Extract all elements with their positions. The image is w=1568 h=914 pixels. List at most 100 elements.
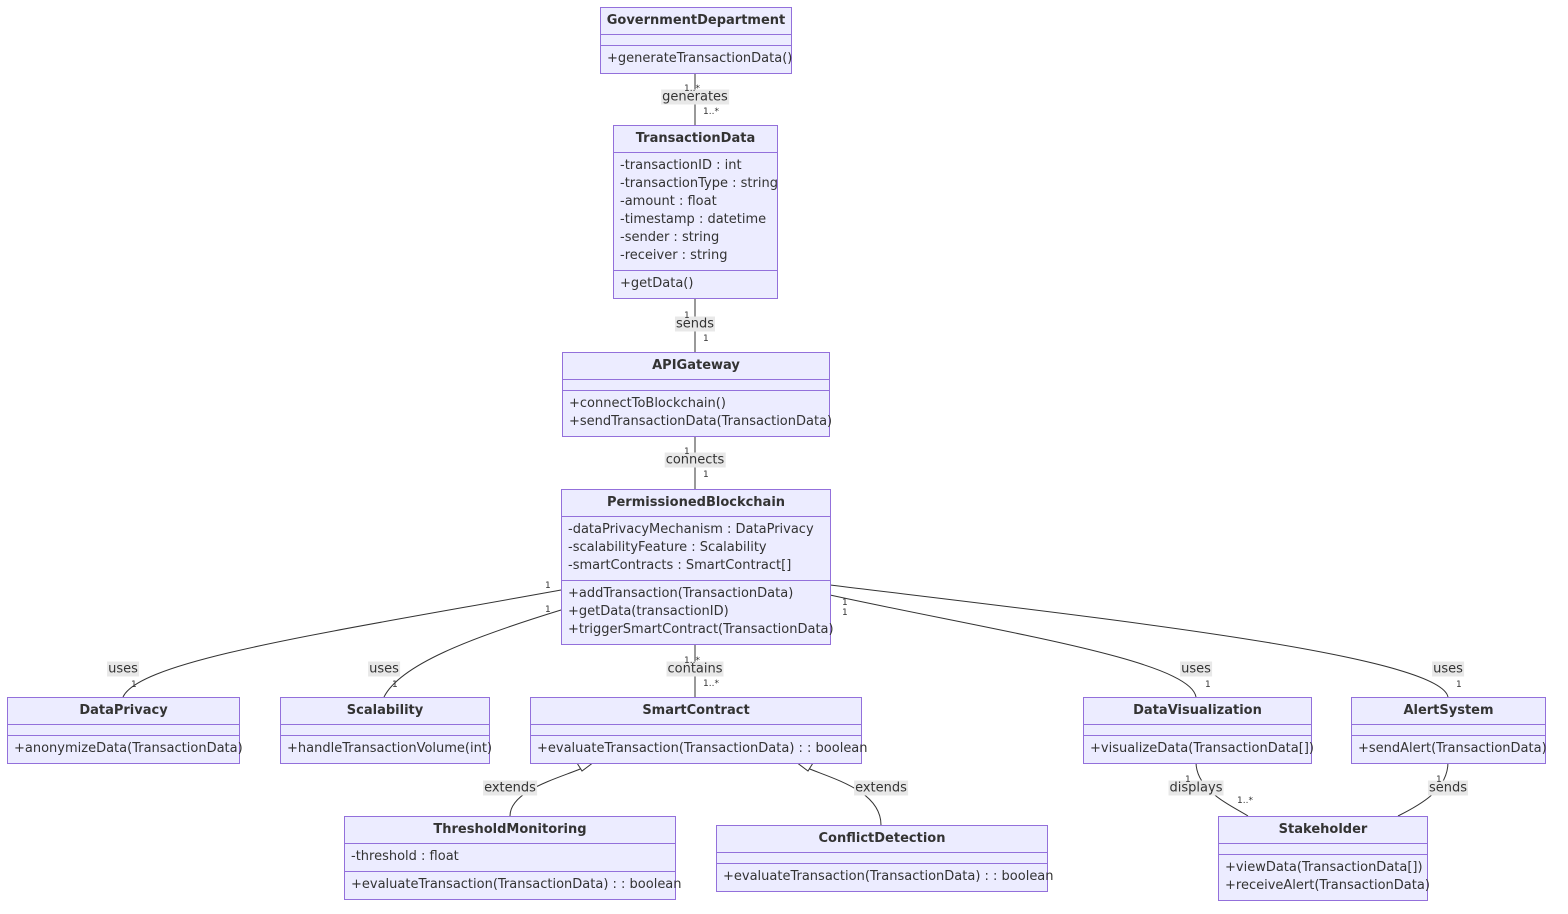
attribute: -receiver : string: [620, 248, 728, 263]
method: +sendAlert(TransactionData): [1358, 741, 1547, 756]
class-name: TransactionData: [635, 131, 756, 146]
edge-extends-conflict: [804, 766, 882, 826]
attributes-section: [563, 379, 829, 390]
method: +addTransaction(TransactionData): [568, 586, 794, 601]
methods-section: +generateTransactionData(): [601, 45, 793, 73]
attributes-section: -transactionID : int -transactionType : …: [614, 152, 778, 270]
class-transaction-data[interactable]: TransactionData -transactionID : int -tr…: [613, 125, 778, 299]
attribute: -dataPrivacyMechanism : DataPrivacy: [568, 522, 814, 537]
cardinality: 1: [392, 680, 398, 690]
edge-uses-scalability: [383, 609, 562, 698]
methods-section: +connectToBlockchain() +sendTransactionD…: [563, 390, 833, 436]
class-data-privacy[interactable]: DataPrivacy +anonymizeData(TransactionDa…: [7, 697, 243, 764]
class-api-gateway[interactable]: APIGateway +connectToBlockchain() +sendT…: [562, 352, 833, 437]
methods-section: +handleTransactionVolume(int): [281, 735, 493, 763]
relation-label-sends: sends: [674, 316, 716, 332]
class-name: Scalability: [346, 703, 424, 718]
edge-uses-privacy: [122, 589, 562, 698]
attributes-section: [281, 724, 489, 735]
edge-uses-visualization: [829, 594, 1197, 698]
class-name: SmartContract: [642, 703, 750, 718]
methods-section: +getData(): [614, 270, 777, 298]
attributes-section: [1084, 724, 1311, 735]
methods-section: +viewData(TransactionData[]) +receiveAle…: [1219, 854, 1430, 900]
relation-label-uses-privacy: uses: [107, 661, 139, 677]
relation-label-connects: connects: [664, 452, 726, 468]
methods-section: +evaluateTransaction(TransactionData) : …: [345, 871, 682, 899]
cardinality: 1..*: [684, 84, 700, 94]
class-stakeholder[interactable]: Stakeholder +viewData(TransactionData[])…: [1218, 816, 1430, 901]
cardinality: 1: [545, 581, 551, 591]
relation-label-uses-scalability: uses: [368, 661, 400, 677]
class-threshold-monitoring[interactable]: ThresholdMonitoring -threshold : float +…: [344, 816, 682, 900]
attributes-section: -threshold : float: [345, 843, 675, 871]
class-alert-system[interactable]: AlertSystem +sendAlert(TransactionData): [1351, 697, 1547, 764]
class-name: ConflictDetection: [818, 831, 946, 846]
attribute: -transactionID : int: [620, 158, 742, 173]
class-conflict-detection[interactable]: ConflictDetection +evaluateTransaction(T…: [716, 825, 1054, 892]
attribute: -threshold : float: [351, 849, 459, 864]
cardinality: 1: [1185, 775, 1191, 785]
class-government-department[interactable]: GovernmentDepartment +generateTransactio…: [600, 7, 792, 74]
relation-label-generates: generates: [661, 89, 729, 105]
cardinality: 1: [842, 598, 848, 608]
relation-label-sends-stakeholder: sends: [1427, 780, 1469, 796]
attributes-section: [1352, 724, 1545, 735]
methods-section: +sendAlert(TransactionData): [1352, 735, 1547, 763]
attributes-section: [601, 34, 791, 45]
class-name: APIGateway: [652, 358, 740, 373]
relation-label-uses-alert: uses: [1432, 661, 1464, 677]
class-smart-contract[interactable]: SmartContract +evaluateTransaction(Trans…: [530, 697, 868, 764]
method: +sendTransactionData(TransactionData): [569, 414, 833, 429]
class-name: GovernmentDepartment: [606, 13, 786, 28]
cardinality: 1: [703, 470, 709, 480]
method: +generateTransactionData(): [607, 51, 793, 66]
method: +visualizeData(TransactionData[]): [1090, 741, 1314, 756]
cardinality: 1: [684, 447, 690, 457]
attribute: -transactionType : string: [620, 176, 778, 191]
attribute: -sender : string: [620, 230, 720, 245]
relation-label-extends-conflict: extends: [854, 780, 908, 796]
edge-extends-threshold: [509, 766, 586, 817]
methods-section: +anonymizeData(TransactionData): [8, 735, 243, 763]
class-data-visualization[interactable]: DataVisualization +visualizeData(Transac…: [1083, 697, 1314, 764]
methods-section: +addTransaction(TransactionData) +getDat…: [562, 580, 834, 644]
method: +triggerSmartContract(TransactionData): [568, 622, 834, 637]
class-name: ThresholdMonitoring: [433, 822, 587, 837]
cardinality: 1: [1436, 775, 1442, 785]
relation-label-uses-visualization: uses: [1180, 661, 1212, 677]
methods-section: +visualizeData(TransactionData[]): [1084, 735, 1314, 763]
attributes-section: [8, 724, 239, 735]
class-name: PermissionedBlockchain: [606, 495, 786, 510]
cardinality: 1: [1205, 680, 1211, 690]
methods-section: +evaluateTransaction(TransactionData) : …: [531, 735, 868, 763]
cardinality: 1: [684, 311, 690, 321]
class-name: AlertSystem: [1403, 703, 1494, 718]
cardinality: 1: [842, 608, 848, 618]
method: +handleTransactionVolume(int): [287, 741, 493, 756]
method: +getData(transactionID): [568, 604, 729, 619]
class-name: DataPrivacy: [79, 703, 168, 718]
method: +receiveAlert(TransactionData): [1225, 878, 1430, 893]
relation-label-contains: contains: [666, 661, 724, 677]
edge-uses-alert: [829, 584, 1449, 698]
method: +evaluateTransaction(TransactionData) : …: [351, 877, 682, 892]
attribute: -scalabilityFeature : Scalability: [568, 540, 767, 555]
attribute: -smartContracts : SmartContract[]: [568, 558, 792, 573]
cardinality: 1..*: [684, 656, 700, 666]
method: +getData(): [620, 276, 694, 291]
cardinality: 1: [703, 334, 709, 344]
method: +anonymizeData(TransactionData): [14, 741, 243, 756]
cardinality: 1: [1456, 680, 1462, 690]
class-scalability[interactable]: Scalability +handleTransactionVolume(int…: [280, 697, 493, 764]
attributes-section: [717, 852, 1047, 863]
relation-label-displays: displays: [1168, 780, 1224, 796]
cardinality: 1: [545, 605, 551, 615]
class-name: Stakeholder: [1278, 822, 1368, 837]
class-permissioned-blockchain[interactable]: PermissionedBlockchain -dataPrivacyMecha…: [561, 489, 834, 645]
cardinality: 1..*: [703, 107, 719, 117]
cardinality: 1..*: [703, 679, 719, 689]
attributes-section: [1219, 843, 1427, 854]
attribute: -timestamp : datetime: [620, 212, 767, 227]
